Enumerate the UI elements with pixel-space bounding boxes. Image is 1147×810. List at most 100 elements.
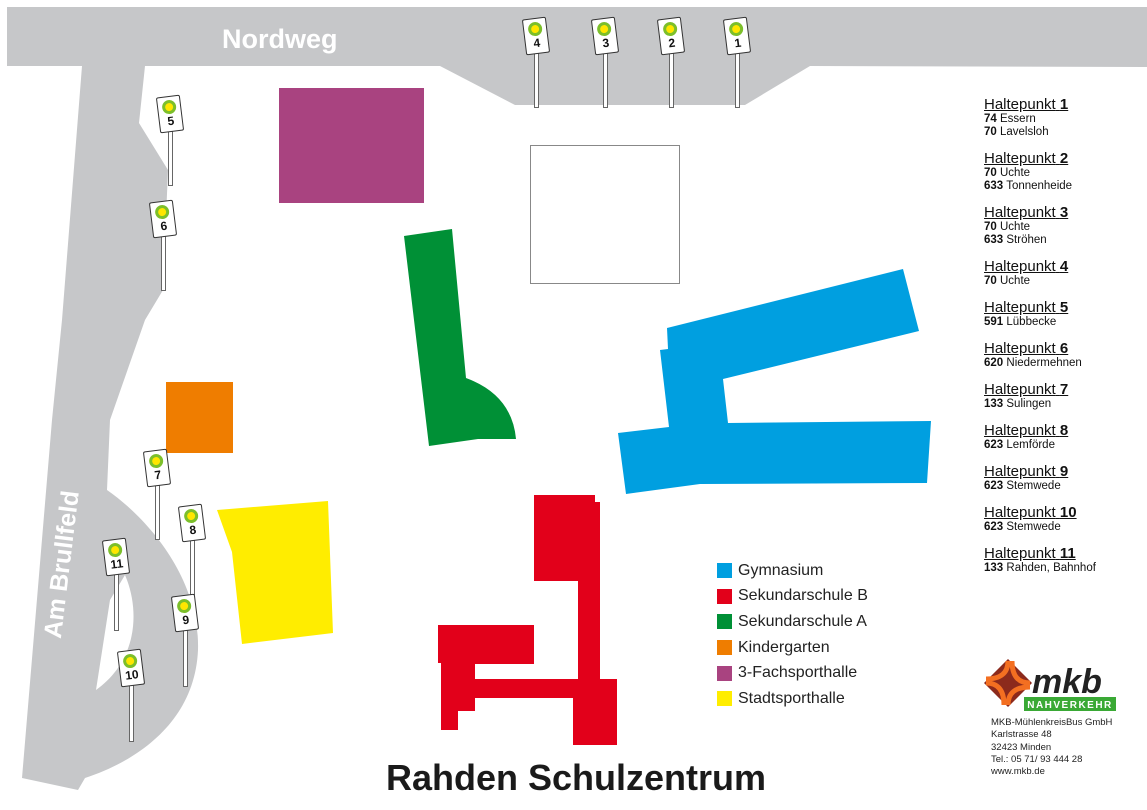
stop-number: 8 — [1059, 422, 1069, 439]
stop-title: Haltepunkt 11 — [984, 545, 1144, 562]
stop-title-text: Haltepunkt — [984, 299, 1056, 316]
stop-number: 9 — [1059, 463, 1069, 480]
stop-title: Haltepunkt 6 — [984, 340, 1144, 357]
stop-title: Haltepunkt 1 — [984, 96, 1144, 113]
line-destination: Ströhen — [1006, 234, 1047, 246]
bus-stop-sign-5[interactable]: 5 — [155, 94, 185, 134]
legend-item: Sekundarschule B — [717, 584, 868, 610]
stop-pole — [161, 233, 166, 291]
bus-stop-sign-1[interactable]: 1 — [722, 16, 752, 56]
line-destination: Lavelsloh — [1000, 126, 1049, 138]
company-city: 32423 Minden — [991, 741, 1052, 753]
stop-title-text: Haltepunkt — [984, 463, 1056, 480]
line-number: 133 — [984, 398, 1004, 410]
stop-number: 5 — [1059, 299, 1069, 316]
stop-title-text: Haltepunkt — [984, 381, 1056, 398]
stop-pole — [129, 682, 134, 742]
legend-label: Sekundarschule A — [738, 612, 867, 630]
stop-number: 11 — [1059, 545, 1076, 562]
stop-pole — [603, 50, 608, 108]
legend-swatch — [717, 588, 732, 604]
stop-title-text: Haltepunkt — [984, 258, 1056, 275]
company-website[interactable]: www.mkb.de — [991, 766, 1045, 778]
line-number: 70 — [984, 275, 997, 287]
line-number: 623 — [984, 521, 1004, 533]
route-line: 133 Sulingen — [984, 398, 1144, 411]
route-line: 133 Rahden, Bahnhof — [984, 562, 1144, 575]
route-line: 70 Lavelsloh — [984, 126, 1144, 139]
stop-title: Haltepunkt 5 — [984, 299, 1144, 316]
logo-tagline: NAHVERKEHR — [1027, 700, 1113, 711]
line-number: 70 — [984, 167, 997, 179]
stop-title: Haltepunkt 9 — [984, 463, 1144, 480]
road-label-nordweg: Nordweg — [222, 24, 338, 54]
bus-stop-sign-3[interactable]: 3 — [590, 16, 620, 56]
line-number: 620 — [984, 357, 1004, 369]
legend-label: Kindergarten — [738, 638, 830, 656]
logo-wordmark: mkb — [1032, 663, 1102, 701]
mkb-logo: mkb NAHVERKEHR — [984, 659, 1116, 711]
building-outline-unlabeled — [530, 145, 680, 284]
stop-number: 6 — [1059, 340, 1069, 357]
bus-stop-sign-2[interactable]: 2 — [656, 16, 686, 56]
legend: Gymnasium Sekundarschule B Sekundarschul… — [717, 558, 868, 712]
building-stadtsporthalle — [217, 501, 333, 644]
stop-pole — [534, 50, 539, 108]
legend-swatch — [717, 614, 732, 630]
legend-swatch — [717, 563, 732, 579]
route-line: 633 Tonnenheide — [984, 180, 1144, 193]
stop-pole — [735, 50, 740, 108]
stop-pole — [114, 571, 119, 631]
legend-label: Sekundarschule B — [738, 587, 868, 605]
line-number: 633 — [984, 180, 1004, 192]
line-number: 633 — [984, 234, 1004, 246]
bus-stop-sign-4[interactable]: 4 — [521, 16, 551, 56]
line-destination: Rahden, Bahnhof — [1006, 562, 1096, 574]
bus-stop-sign-6[interactable]: 6 — [148, 199, 178, 239]
stop-title-text: Haltepunkt — [984, 150, 1056, 167]
legend-item: Gymnasium — [717, 558, 868, 584]
legend-swatch — [717, 640, 732, 656]
building-sekundarschule-a — [404, 229, 516, 446]
stop-pole — [155, 482, 160, 540]
stop-title: Haltepunkt 8 — [984, 422, 1144, 439]
route-line: 623 Stemwede — [984, 480, 1144, 493]
bus-stop-sign-7[interactable]: 7 — [142, 448, 172, 488]
route-line: 623 Lemförde — [984, 439, 1144, 452]
bus-stop-sign-9[interactable]: 9 — [170, 593, 200, 633]
legend-label: Gymnasium — [738, 561, 824, 579]
line-destination: Stemwede — [1006, 480, 1061, 492]
stop-number: 3 — [1059, 204, 1069, 221]
stop-title-text: Haltepunkt — [984, 340, 1056, 357]
line-number: 70 — [984, 221, 997, 233]
stop-title-text: Haltepunkt — [984, 504, 1056, 521]
legend-label: 3-Fachsporthalle — [738, 664, 858, 682]
map-title: Rahden Schulzentrum — [385, 757, 767, 798]
line-destination: Niedermehnen — [1006, 357, 1082, 369]
legend-item: Sekundarschule A — [717, 609, 868, 635]
line-destination: Essern — [1000, 113, 1036, 125]
company-address: MKB-MühlenkreisBus GmbH Karlstrasse 48 3… — [991, 717, 1112, 778]
line-destination: Sulingen — [1006, 398, 1052, 410]
bus-stop-sign-8[interactable]: 8 — [177, 503, 207, 543]
bus-stop-sign-11[interactable]: 11 — [101, 537, 131, 577]
line-number: 133 — [984, 562, 1004, 574]
bus-stop-sign-10[interactable]: 10 — [116, 648, 146, 688]
stop-title-text: Haltepunkt — [984, 204, 1056, 221]
line-number: 74 — [984, 113, 997, 125]
legend-swatch — [717, 665, 732, 681]
building-kindergarten — [166, 382, 233, 453]
route-line: 74 Essern — [984, 113, 1144, 126]
legend-item: Kindergarten — [717, 635, 868, 661]
stop-title: Haltepunkt 4 — [984, 258, 1144, 275]
legend-item: 3-Fachsporthalle — [717, 660, 868, 686]
stop-title-text: Haltepunkt — [984, 545, 1056, 562]
stop-title: Haltepunkt 2 — [984, 150, 1144, 167]
legend-item: Stadtsporthalle — [717, 686, 868, 712]
